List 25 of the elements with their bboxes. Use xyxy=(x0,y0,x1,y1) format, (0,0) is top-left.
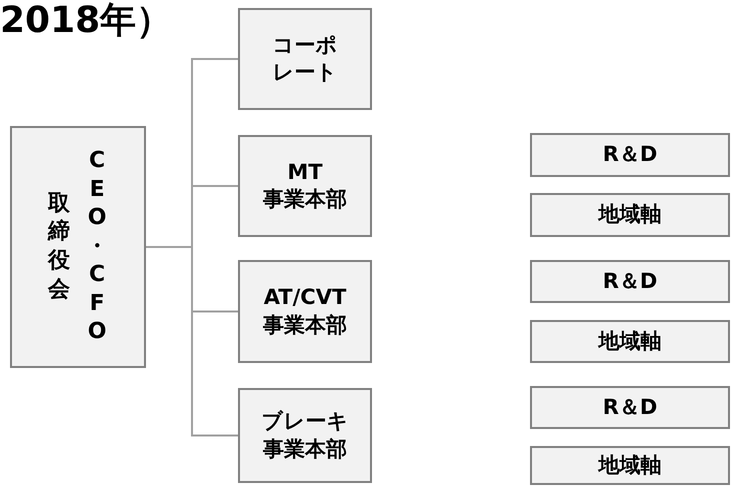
node-label: R＆D xyxy=(602,268,658,295)
node-label: 地域軸 xyxy=(598,201,662,228)
function-box xyxy=(530,386,730,429)
function-box xyxy=(530,446,730,485)
node-label: R＆D xyxy=(602,141,658,168)
division-box xyxy=(238,135,372,237)
node-label: 地域軸 xyxy=(598,452,662,479)
node-label: 地域軸 xyxy=(598,328,662,355)
board-box xyxy=(10,126,146,368)
node-label: ブレーキ事業本部 xyxy=(260,408,350,462)
node-label: コーポレート xyxy=(272,32,338,86)
division-box xyxy=(238,388,372,483)
node-label: R＆D xyxy=(602,394,658,421)
division-box xyxy=(238,260,372,363)
function-box xyxy=(530,133,730,177)
node-label: AT/CVT 事業本部 xyxy=(262,284,348,338)
node-label: CEO・CFO xyxy=(85,146,110,346)
division-box xyxy=(238,8,372,110)
function-box xyxy=(530,193,730,237)
node-label: MT 事業本部 xyxy=(262,158,348,213)
function-box xyxy=(530,320,730,363)
function-box xyxy=(530,260,730,303)
node-label: 取締役会 xyxy=(46,190,71,304)
title: 2018年） xyxy=(0,0,172,43)
connector-line xyxy=(146,246,238,436)
